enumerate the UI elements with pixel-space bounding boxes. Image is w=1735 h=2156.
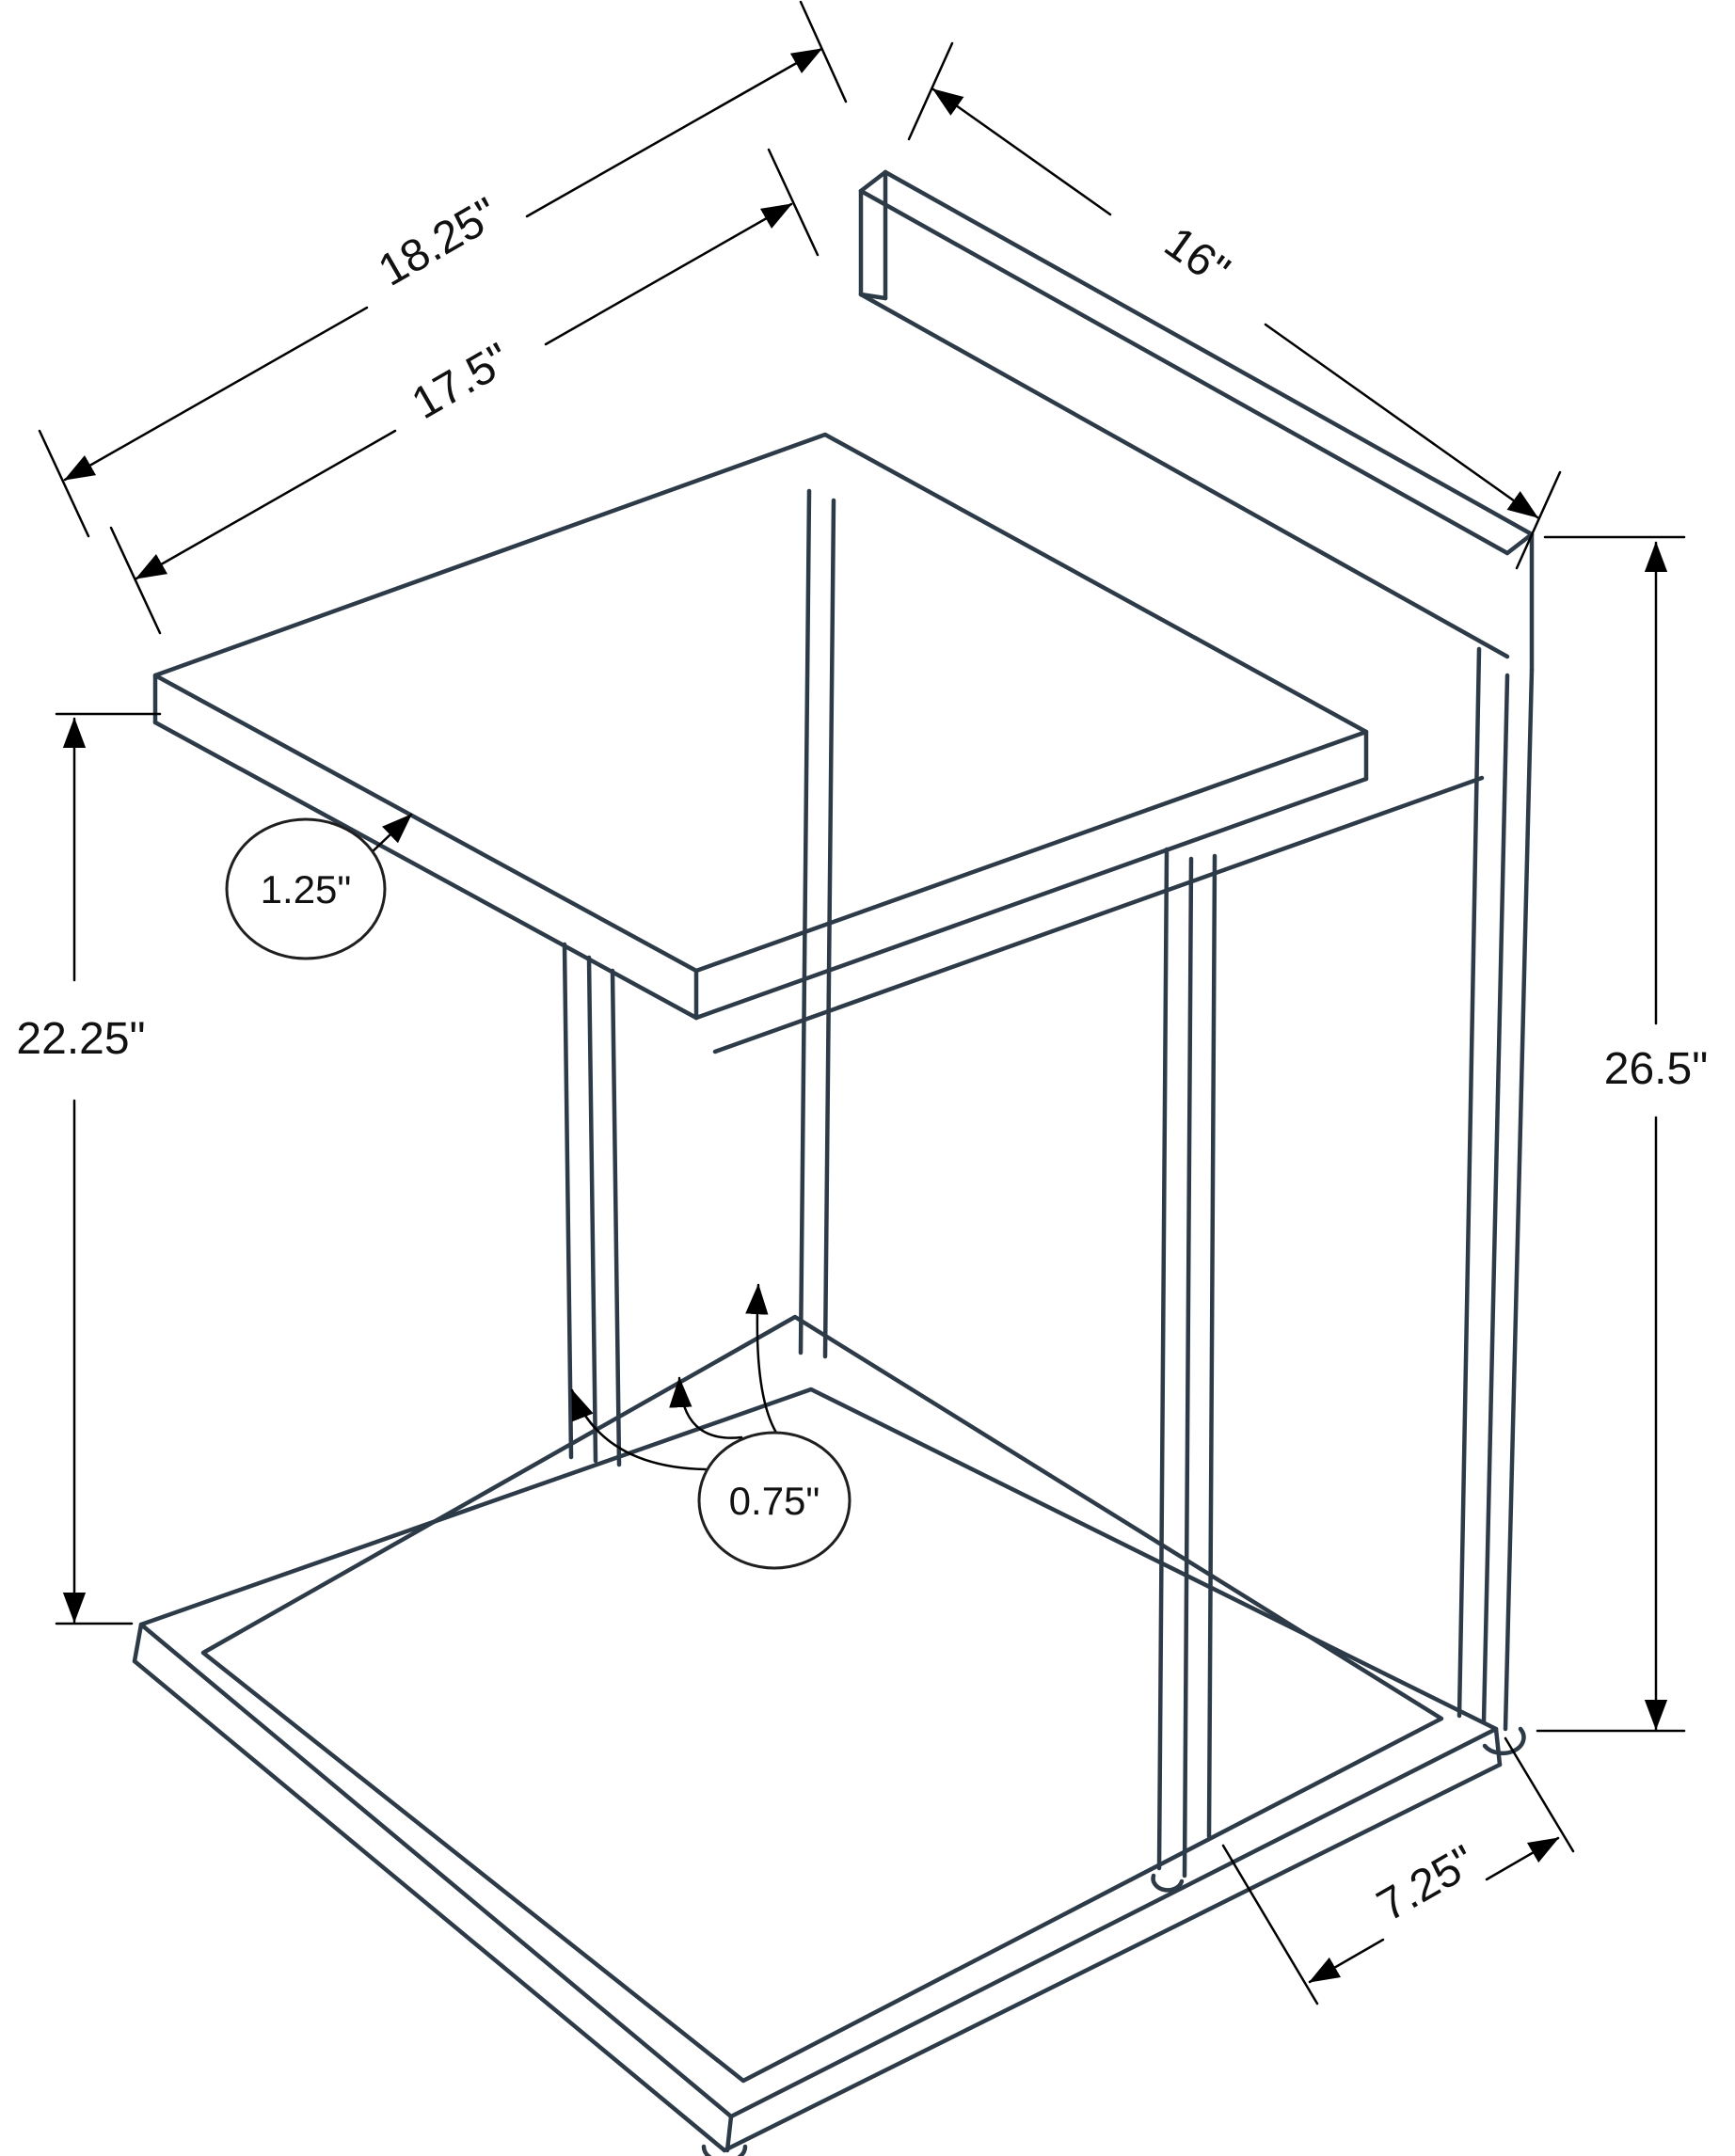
dim-overall-width: 18.25" [38, 0, 848, 538]
left-back-leg [798, 488, 836, 1359]
base-frame [132, 1314, 1503, 2153]
dim-top-depth-line-a [931, 87, 1112, 216]
dim-base-offset-line-b [1485, 1836, 1560, 1881]
rail-top-back-edge [883, 169, 1535, 537]
base-inner-top-loop [200, 1314, 1444, 2084]
rail-top-front-edge [858, 188, 1510, 556]
base-left-corner-vertical [132, 1622, 144, 1664]
back-rail [858, 169, 1535, 673]
callout-tube-thickness: 0.75" [570, 1283, 852, 1570]
dim-top-depth-line-b [1264, 323, 1539, 519]
left-mid-leg [562, 942, 622, 1467]
base-front-corner-vertical [724, 2114, 734, 2153]
base-bottom-front-right [722, 1762, 1503, 2153]
base-bottom-front-left [132, 1658, 727, 2153]
feet [701, 1726, 1526, 2156]
dim-top-width-ext-right [767, 148, 820, 257]
dim-overall-height: 26.5" [1536, 535, 1708, 1733]
slab-bottom-front-left-edge [152, 720, 699, 1021]
dim-top-depth-ext-left [907, 41, 954, 141]
callout-tube-leader-middle [669, 1376, 743, 1439]
under-top-side-rail-right [712, 775, 1485, 1054]
dim-overall-width-line-a [63, 306, 369, 482]
callout-top-thickness-balloon [225, 817, 387, 960]
dim-label-base-offset: 7.25" [1369, 1836, 1484, 1931]
base-right-corner-vertical [1493, 1726, 1503, 1768]
right-mid-foot [1151, 1873, 1185, 1893]
dim-overall-width-line-b [525, 47, 823, 218]
dim-top-width-ext-left [109, 526, 162, 635]
dim-overall-width-ext-right [799, 0, 848, 103]
right-back-leg-edge-2 [1481, 673, 1510, 1724]
rail-left-bevel-top [858, 169, 888, 194]
callout-tube-thickness-balloon [697, 1431, 852, 1570]
dim-top-depth-ext-right [1515, 470, 1562, 570]
dim-top-width-line-b [544, 202, 793, 346]
callout-top-thickness: 1.25" [225, 813, 413, 960]
dim-label-overall-width: 18.25" [371, 188, 507, 295]
dim-base-offset-ext-left [1221, 1844, 1319, 2005]
right-back-leg-edge-1 [1503, 667, 1535, 1732]
dim-base-offset-ext-right [1504, 1736, 1575, 1853]
right-mid-leg [1156, 847, 1218, 1879]
slab-bottom-front-right-edge [693, 776, 1369, 1021]
dim-clearance-height: 22.25" [16, 712, 162, 1625]
left-back-leg-edge-1 [798, 488, 812, 1355]
dim-overall-width-ext-left [38, 429, 90, 538]
dim-top-width-line-a [135, 429, 397, 580]
dim-label-overall-height: 26.5" [1604, 1044, 1708, 1094]
right-back-leg-edge-3 [1456, 646, 1482, 1719]
callout-tube-leader-right [745, 1283, 778, 1435]
right-back-leg [1456, 646, 1535, 1732]
right-mid-leg-edge-2 [1182, 856, 1194, 1879]
rail-front-bottom-edge [858, 292, 1510, 659]
left-mid-leg-edge-2 [586, 955, 598, 1464]
left-back-leg-edge-2 [822, 498, 836, 1359]
left-mid-leg-edge-3 [610, 968, 622, 1467]
dim-label-clearance-height: 22.25" [16, 1014, 145, 1064]
dim-label-top-width: 17.5" [404, 334, 518, 429]
front-foot [701, 2144, 748, 2156]
table-line-art [132, 169, 1535, 2156]
callout-tube-leader-left [570, 1388, 708, 1471]
dim-base-offset-line-a [1308, 1938, 1385, 1984]
right-mid-leg-edge-3 [1206, 853, 1218, 1839]
dim-top-depth: 16" [907, 41, 1562, 570]
left-mid-leg-edge-1 [562, 942, 574, 1460]
dim-label-top-thickness: 1.25" [261, 867, 352, 912]
callout-top-thickness-leader [368, 813, 413, 856]
dim-label-top-depth: 16" [1155, 217, 1238, 296]
table-top-slab [152, 432, 1369, 1021]
right-mid-leg-edge-1 [1156, 847, 1170, 1871]
dim-label-tube-thickness: 0.75" [729, 1479, 820, 1523]
rail-right-bevel [1504, 531, 1535, 556]
